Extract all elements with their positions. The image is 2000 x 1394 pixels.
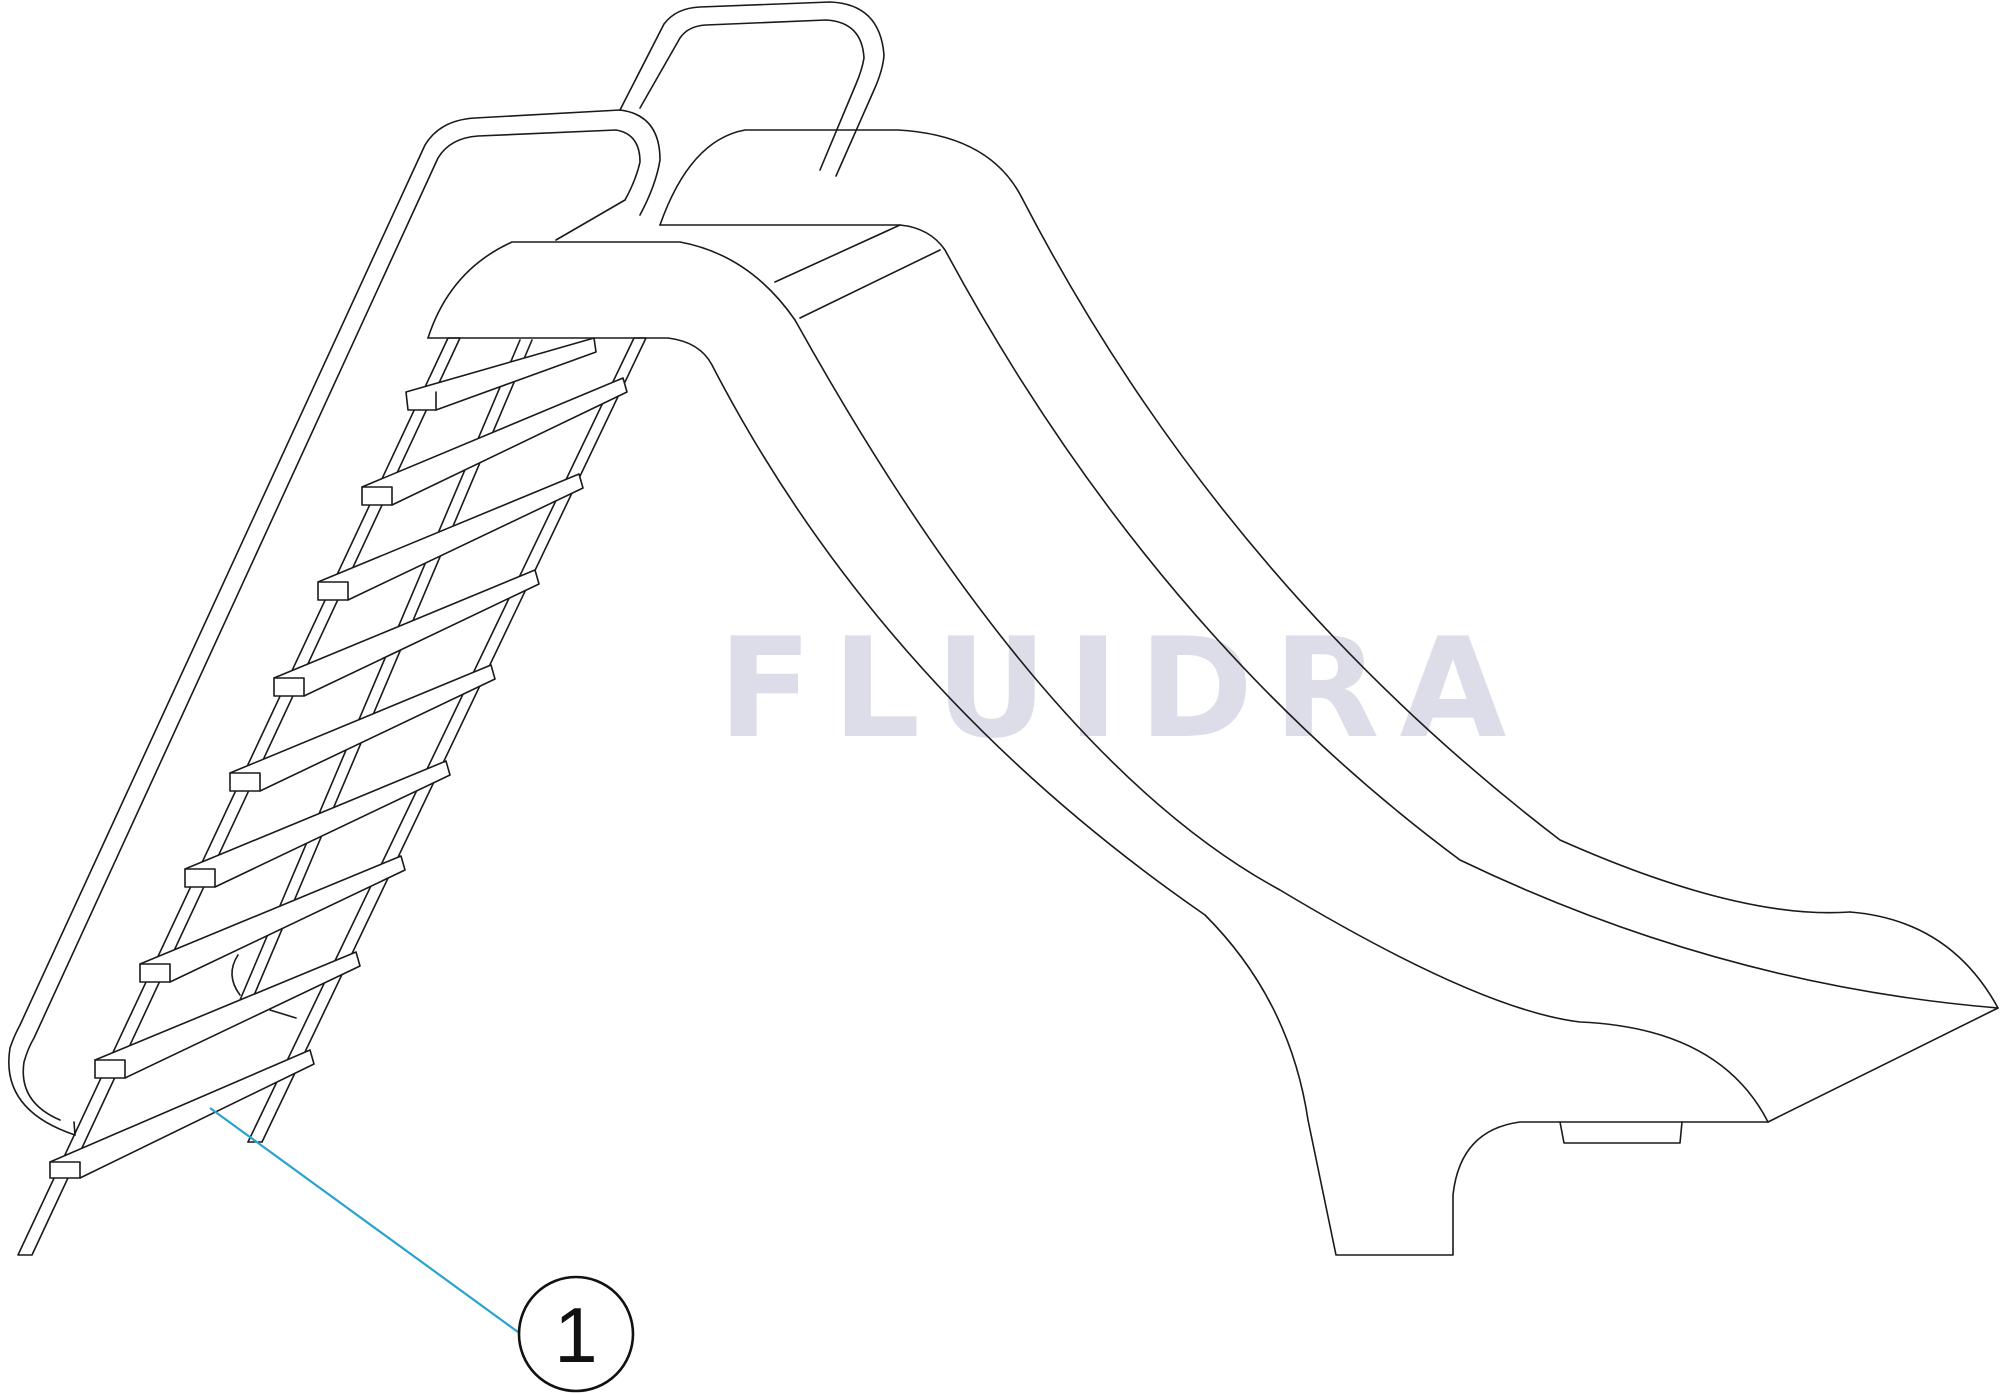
ladder-step: [273, 569, 540, 697]
ladder-step: [184, 760, 451, 888]
leader-line: [209, 1107, 519, 1333]
callout-1: 1: [209, 1107, 635, 1393]
rear-handrail: [619, 1, 885, 177]
ladder-step: [405, 337, 597, 411]
ladder-step: [49, 1049, 315, 1179]
ladder-step: [361, 377, 628, 506]
callout-balloon: [517, 1275, 635, 1393]
fluidra-watermark: FLUIDRA: [718, 608, 1526, 769]
ladder-step: [317, 473, 584, 601]
ladder-step: [94, 951, 361, 1079]
ladder-step: [229, 664, 496, 792]
callout-number: 1: [554, 1291, 597, 1379]
ladder-frame: [17, 337, 647, 1256]
ladder-steps: [49, 337, 628, 1179]
slide-chute: [427, 129, 1999, 1256]
ladder-step: [139, 855, 406, 983]
front-handrail: [8, 109, 661, 1136]
